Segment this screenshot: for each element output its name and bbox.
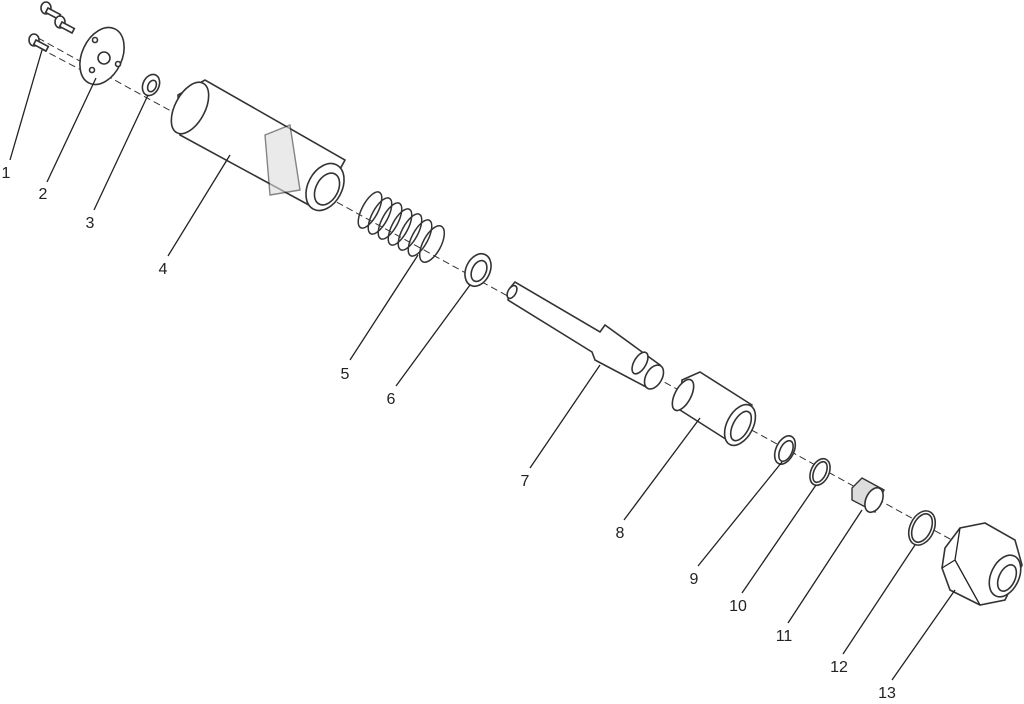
part-3-washer bbox=[141, 73, 161, 97]
callout-6: 6 bbox=[386, 391, 396, 408]
callout-11: 11 bbox=[775, 628, 793, 645]
callout-9: 9 bbox=[689, 571, 699, 588]
part-4-housing bbox=[170, 79, 347, 212]
callout-4: 4 bbox=[158, 261, 168, 278]
leader-lines bbox=[9, 49, 956, 681]
part-10-o-ring bbox=[809, 457, 831, 487]
callout-1: 1 bbox=[1, 165, 11, 182]
callout-5: 5 bbox=[340, 366, 350, 383]
part-8-sleeve bbox=[671, 371, 757, 447]
part-13-nut bbox=[941, 522, 1023, 606]
callout-7: 7 bbox=[520, 473, 530, 490]
part-11-bushing bbox=[851, 477, 885, 514]
part-1-screws bbox=[28, 1, 76, 53]
callout-8: 8 bbox=[615, 525, 625, 542]
part-6-washer bbox=[464, 252, 492, 288]
part-5-spring bbox=[357, 191, 446, 263]
callout-2: 2 bbox=[38, 186, 48, 203]
callout-13: 13 bbox=[878, 685, 896, 702]
part-12-o-ring bbox=[907, 510, 937, 546]
callout-10: 10 bbox=[729, 598, 747, 615]
callout-3: 3 bbox=[85, 215, 95, 232]
part-9-ring bbox=[773, 435, 797, 465]
part-7-shaft bbox=[506, 280, 665, 390]
part-2-plate bbox=[79, 26, 125, 86]
callout-12: 12 bbox=[830, 659, 848, 676]
